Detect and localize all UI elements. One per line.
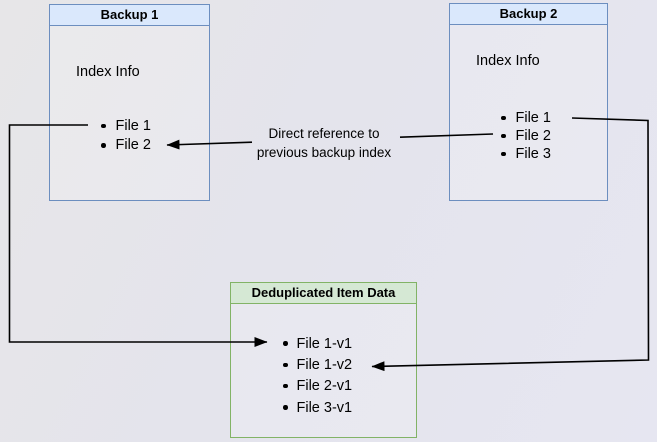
dedup-file-list: File 1-v1 File 1-v2 File 2-v1 File 3-v1 [283,333,352,418]
bullet-icon [283,405,288,410]
bullet-icon [101,123,106,128]
bullet-icon [501,133,506,139]
backup2-title: Backup 2 [450,4,607,25]
list-item: File 2-v1 [283,376,352,397]
annotation-line2: previous backup index [256,145,392,160]
backup2-file1-label: File 1 [515,110,551,126]
backup2-file-list: File 1 File 2 File 3 [501,109,551,163]
dedup-file1v2-label: File 1-v2 [296,356,353,373]
deduplicated-item-data-box: Deduplicated Item Data File 1-v1 File 1-… [230,282,417,438]
dedup-file1v1-label: File 1-v1 [296,335,353,352]
backup2-box: Backup 2 Index Info File 1 File 2 File 3 [449,3,608,201]
list-item: File 1-v1 [283,333,352,354]
backup1-file-list: File 1 File 2 [101,116,151,155]
direct-reference-annotation: Direct reference to previous backup inde… [238,124,410,162]
bullet-icon [101,143,106,148]
dedup-file3v1-label: File 3-v1 [296,399,353,416]
backup1-title: Backup 1 [50,5,209,26]
bullet-icon [283,362,288,368]
dedup-title: Deduplicated Item Data [231,283,416,304]
list-item: File 1-v2 [283,354,352,375]
bullet-icon [283,341,288,346]
list-item: File 1 [501,109,551,127]
backup2-file3-label: File 3 [515,146,551,162]
backup2-index-info-label: Index Info [476,53,540,69]
backup1-box: Backup 1 Index Info File 1 File 2 [49,4,210,201]
dedup-file2v1-label: File 2-v1 [296,378,353,395]
backup1-file2-label: File 2 [115,137,151,154]
bullet-icon [501,151,506,157]
list-item: File 3 [501,145,551,163]
backup1-index-info-label: Index Info [76,64,140,80]
bullet-icon [501,115,506,121]
list-item: File 2 [501,127,551,145]
list-item: File 2 [101,136,151,156]
backup2-file2-label: File 2 [515,128,551,144]
list-item: File 3-v1 [283,397,352,418]
annotation-line1: Direct reference to [268,126,380,141]
backup1-file1-label: File 1 [115,117,151,134]
bullet-icon [283,383,288,389]
list-item: File 1 [101,116,151,136]
